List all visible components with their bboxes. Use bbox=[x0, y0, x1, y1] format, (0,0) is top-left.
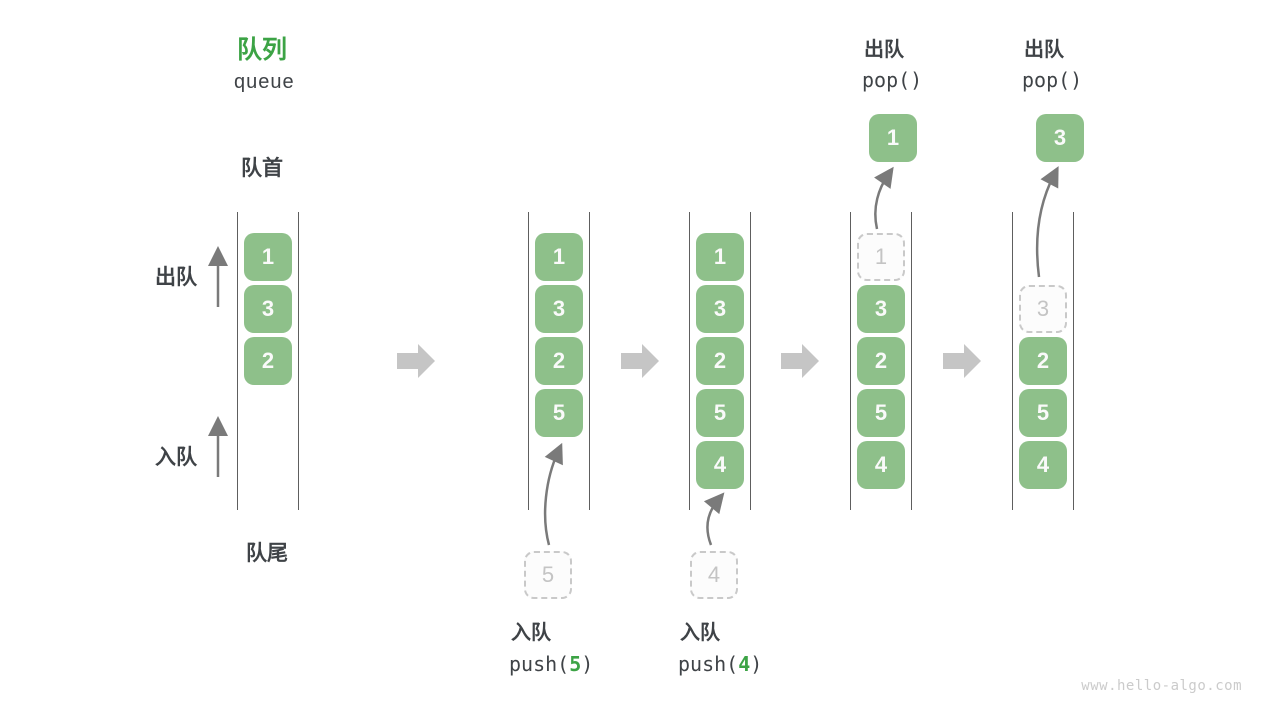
queue-container-1 bbox=[237, 212, 299, 510]
site-watermark: www.hello-algo.com bbox=[1081, 678, 1242, 694]
dequeue-side-label: 出队 bbox=[155, 266, 197, 289]
queue-item: 2 bbox=[244, 337, 292, 385]
enqueue-op-label: 入队 bbox=[680, 622, 720, 644]
queue-item: 2 bbox=[857, 337, 905, 385]
dequeue-op-label: 出队 bbox=[864, 39, 904, 61]
queue-item: 2 bbox=[535, 337, 583, 385]
code-close: ) bbox=[750, 652, 763, 676]
queue-item: 3 bbox=[696, 285, 744, 333]
page-title-en: queue bbox=[234, 71, 295, 93]
queue-item: 4 bbox=[696, 441, 744, 489]
queue-item: 4 bbox=[857, 441, 905, 489]
queue-item: 2 bbox=[696, 337, 744, 385]
state-transition-arrow-4 bbox=[943, 344, 981, 378]
queue-container-2 bbox=[528, 212, 590, 510]
code-close: ) bbox=[581, 652, 594, 676]
page-title-zh: 队列 bbox=[237, 36, 288, 64]
queue-container-4 bbox=[850, 212, 912, 510]
queue-front-label: 队首 bbox=[241, 157, 283, 180]
incoming-item-ghost: 4 bbox=[690, 551, 738, 599]
removed-item-ghost: 3 bbox=[1019, 285, 1067, 333]
code-fn: push( bbox=[678, 652, 739, 676]
dequeue-op-label: 出队 bbox=[1024, 39, 1064, 61]
queue-item: 5 bbox=[696, 389, 744, 437]
enqueue-op-code: push(5) bbox=[509, 652, 593, 676]
queue-item: 4 bbox=[1019, 441, 1067, 489]
queue-item: 3 bbox=[857, 285, 905, 333]
dequeue-op-code: pop() bbox=[862, 68, 923, 92]
queue-item: 5 bbox=[1019, 389, 1067, 437]
incoming-item-ghost: 5 bbox=[524, 551, 572, 599]
code-arg: 5 bbox=[569, 652, 582, 676]
code-arg: 4 bbox=[738, 652, 751, 676]
queue-item: 5 bbox=[857, 389, 905, 437]
removed-item-ghost: 1 bbox=[857, 233, 905, 281]
state-transition-arrow-2 bbox=[621, 344, 659, 378]
enqueue-side-label: 入队 bbox=[155, 446, 197, 469]
popped-item: 1 bbox=[869, 114, 917, 162]
queue-container-5 bbox=[1012, 212, 1074, 510]
queue-item: 2 bbox=[1019, 337, 1067, 385]
code-fn: push( bbox=[509, 652, 570, 676]
queue-item: 1 bbox=[535, 233, 583, 281]
queue-item: 3 bbox=[535, 285, 583, 333]
queue-container-3 bbox=[689, 212, 751, 510]
queue-item: 3 bbox=[244, 285, 292, 333]
dequeue-op-code: pop() bbox=[1022, 68, 1083, 92]
queue-rear-label: 队尾 bbox=[246, 542, 288, 565]
enqueue-op-code: push(4) bbox=[678, 652, 762, 676]
popped-item: 3 bbox=[1036, 114, 1084, 162]
queue-item: 1 bbox=[696, 233, 744, 281]
state-transition-arrow-3 bbox=[781, 344, 819, 378]
state-transition-arrow-1 bbox=[397, 344, 435, 378]
queue-item: 1 bbox=[244, 233, 292, 281]
enqueue-op-label: 入队 bbox=[511, 622, 551, 644]
queue-item: 5 bbox=[535, 389, 583, 437]
